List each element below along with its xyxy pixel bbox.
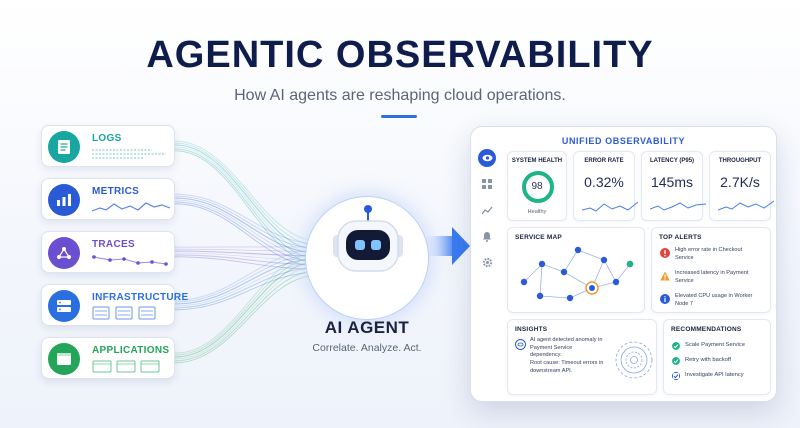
- dashboard-title: UNIFIED OBSERVABILITY: [561, 136, 686, 146]
- top-alerts-panel[interactable]: TOP ALERTS High error rate in Checkout S…: [651, 227, 771, 313]
- kpi-label: THROUGHPUT: [718, 158, 762, 164]
- error-sparkline: [582, 201, 638, 212]
- flow-line: [174, 140, 319, 242]
- kpi-value: 0.32%: [584, 174, 624, 190]
- radar-graphic: [615, 341, 653, 379]
- insight-root-cause: Root cause: Timeout errors in downstream…: [530, 360, 604, 374]
- health-gauge: [522, 171, 554, 203]
- health-score: 98: [531, 181, 543, 192]
- document-icon: [48, 131, 80, 163]
- agent-node[interactable]: [305, 196, 429, 320]
- source-card-applications[interactable]: APPLICATIONS: [41, 337, 175, 379]
- servers-graphic: [92, 306, 156, 320]
- source-label-logs: LOGS: [92, 133, 122, 144]
- alert-item[interactable]: High error rate in Checkout Service: [660, 246, 756, 268]
- recommendation-item[interactable]: Scale Payment Service: [672, 342, 772, 352]
- kpi-value: 145ms: [650, 174, 694, 190]
- grid-icon[interactable]: [478, 175, 496, 193]
- kpi-value: 2.7K/s: [720, 174, 760, 190]
- agent-tagline: Correlate. Analyze. Act.: [312, 342, 422, 354]
- agent-title: AI AGENT: [324, 318, 410, 337]
- kpi-system-health[interactable]: SYSTEM HEALTH 98 Healthy: [507, 151, 567, 221]
- check-icon: [672, 342, 680, 350]
- kpi-label: ERROR RATE: [584, 158, 624, 164]
- metrics-sparkline-graphic: [92, 202, 170, 212]
- unified-dashboard: UNIFIED OBSERVABILITY SYSTEM HEALTH 98 H…: [470, 126, 777, 402]
- recommendation-text: Scale Payment Service: [685, 342, 745, 348]
- robot-icon: [333, 205, 403, 272]
- kpi-label: LATENCY (P95): [649, 158, 695, 164]
- brain-icon: [515, 339, 526, 350]
- source-card-infrastructure[interactable]: INFRASTRUCTURE: [41, 284, 188, 326]
- app-window-icon: [48, 343, 80, 375]
- alert-text: Elevated CPU usage in Worker Node 7: [675, 293, 753, 307]
- flow-arrow-head: [452, 227, 470, 265]
- page-title: AGENTIC OBSERVABILITY: [146, 34, 654, 76]
- source-label-applications: APPLICATIONS: [92, 345, 170, 356]
- kpi-label: SYSTEM HEALTH: [511, 158, 563, 164]
- source-label-metrics: METRICS: [92, 186, 140, 197]
- alert-icon: [660, 248, 670, 258]
- recommendations-title: RECOMMENDATIONS: [671, 326, 742, 333]
- source-card-metrics[interactable]: METRICS: [41, 178, 175, 220]
- eye-icon[interactable]: [478, 149, 496, 167]
- insights-title: INSIGHTS: [515, 326, 548, 333]
- service-map-panel[interactable]: SERVICE MAP: [507, 227, 645, 313]
- service-map-graph: [520, 246, 634, 302]
- top-alerts-title: TOP ALERTS: [659, 234, 702, 241]
- alert-text: Increased latency in Payment Service: [675, 270, 749, 284]
- title-underline: [381, 115, 417, 118]
- traces-path-graphic: [92, 255, 168, 266]
- latency-sparkline: [650, 202, 706, 211]
- info-icon: [660, 294, 670, 304]
- flow-line: [174, 142, 319, 246]
- source-label-infrastructure: INFRASTRUCTURE: [92, 292, 189, 303]
- insight-primary: AI agent detected anomaly in Payment Ser…: [530, 337, 603, 359]
- source-card-traces[interactable]: TRACES: [41, 231, 175, 273]
- gear-icon[interactable]: [478, 253, 496, 271]
- kpi-latency[interactable]: LATENCY (P95) 145ms: [641, 151, 706, 221]
- recommendations-panel[interactable]: RECOMMENDATIONS Scale Payment Service Re…: [663, 319, 771, 395]
- dashboard-sidebar: [475, 149, 499, 279]
- recommendation-item[interactable]: Investigate API latency: [672, 372, 772, 382]
- source-label-traces: TRACES: [92, 239, 135, 250]
- server-icon: [48, 290, 80, 322]
- throughput-sparkline: [718, 200, 774, 211]
- source-card-logs[interactable]: LOGS: [41, 125, 175, 167]
- search-check-icon: [672, 372, 680, 380]
- kpi-error-rate[interactable]: ERROR RATE 0.32%: [573, 151, 638, 221]
- alert-item[interactable]: Elevated CPU usage in Worker Node 7: [660, 292, 756, 314]
- bar-chart-icon: [48, 184, 80, 216]
- network-icon: [48, 237, 80, 269]
- app-windows-graphic: [92, 360, 160, 373]
- insights-panel[interactable]: INSIGHTS AI agent detected anomaly in Pa…: [507, 319, 657, 395]
- kpi-throughput[interactable]: THROUGHPUT 2.7K/s: [709, 151, 774, 221]
- warning-icon: [660, 271, 670, 281]
- chart-icon[interactable]: [478, 201, 496, 219]
- service-map-title: SERVICE MAP: [515, 234, 562, 241]
- recommendation-item[interactable]: Retry with backoff: [672, 357, 772, 367]
- recommendation-text: Investigate API latency: [685, 372, 744, 378]
- recommendation-text: Retry with backoff: [685, 357, 731, 363]
- check-icon: [672, 357, 680, 365]
- health-status: Healthy: [527, 209, 547, 215]
- bell-icon[interactable]: [478, 227, 496, 245]
- alert-text: High error rate in Checkout Service: [675, 247, 743, 261]
- page-subtitle: How AI agents are reshaping cloud operat…: [234, 87, 566, 104]
- alert-item[interactable]: Increased latency in Payment Service: [660, 269, 756, 291]
- log-lines-graphic: [92, 149, 166, 159]
